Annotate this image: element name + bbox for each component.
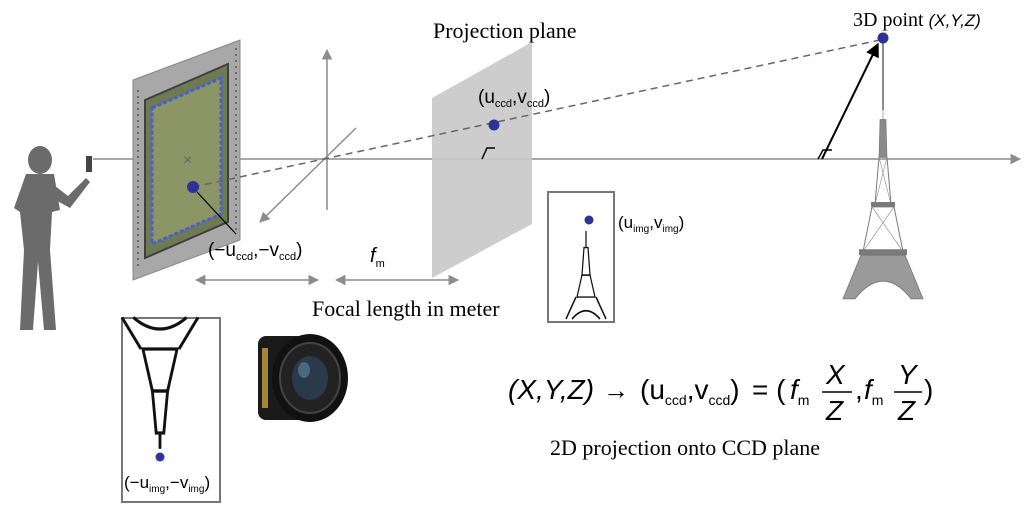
sensor-point-leader bbox=[196, 191, 237, 235]
upright-image-box bbox=[547, 191, 615, 323]
camera-axes bbox=[259, 48, 357, 223]
svg-text:fm: fm bbox=[790, 374, 809, 408]
projection-ray bbox=[192, 39, 881, 188]
ccd-point-label: (uccd,vccd) bbox=[478, 87, 550, 110]
inverted-image-box bbox=[120, 316, 221, 503]
world-point bbox=[877, 32, 889, 44]
camera-lens-icon bbox=[258, 334, 348, 422]
svg-text:fm: fm bbox=[864, 374, 883, 408]
world-point-label: 3D point (X,Y,Z) bbox=[853, 9, 981, 31]
svg-text:→: → bbox=[603, 375, 629, 405]
img-point-label: (uimg,vimg) bbox=[618, 213, 684, 235]
svg-text:(uccd,vccd): (uccd,vccd) bbox=[640, 374, 740, 408]
svg-text:,: , bbox=[855, 374, 863, 405]
svg-text:X: X bbox=[825, 359, 846, 390]
inverted-ccd-point-label: (−uccd,−vccd) bbox=[208, 240, 302, 263]
inverted-img-point-label: (−uimg,−vimg) bbox=[124, 473, 210, 495]
sensor-center-mark: × bbox=[183, 152, 192, 169]
svg-text:(X,Y,Z): (X,Y,Z) bbox=[508, 374, 594, 405]
projection-plane bbox=[432, 42, 532, 278]
right-angle-mark-world bbox=[817, 149, 832, 160]
point-vector bbox=[821, 42, 879, 160]
person-silhouette-icon bbox=[14, 146, 92, 330]
sensor-point bbox=[187, 181, 199, 193]
svg-text:Y: Y bbox=[898, 359, 919, 390]
eiffel-tower-icon bbox=[842, 109, 924, 300]
ccd-sensor-icon bbox=[132, 39, 241, 281]
projection-plane-label: Projection plane bbox=[433, 18, 577, 43]
projection-equation: (X,Y,Z) → (uccd,vccd) = ( fm X Z , fm Y … bbox=[508, 359, 933, 426]
focal-length-caption: Focal length in meter bbox=[312, 296, 500, 321]
right-angle-mark-plane bbox=[481, 147, 495, 160]
svg-text:Z: Z bbox=[825, 395, 844, 426]
projection-caption: 2D projection onto CCD plane bbox=[550, 435, 820, 460]
focal-length-symbol: fm bbox=[370, 245, 385, 270]
svg-text:= (: = ( bbox=[752, 374, 786, 405]
svg-text:Z: Z bbox=[897, 395, 916, 426]
ccd-plane-point bbox=[488, 119, 500, 131]
svg-text:): ) bbox=[924, 374, 933, 405]
